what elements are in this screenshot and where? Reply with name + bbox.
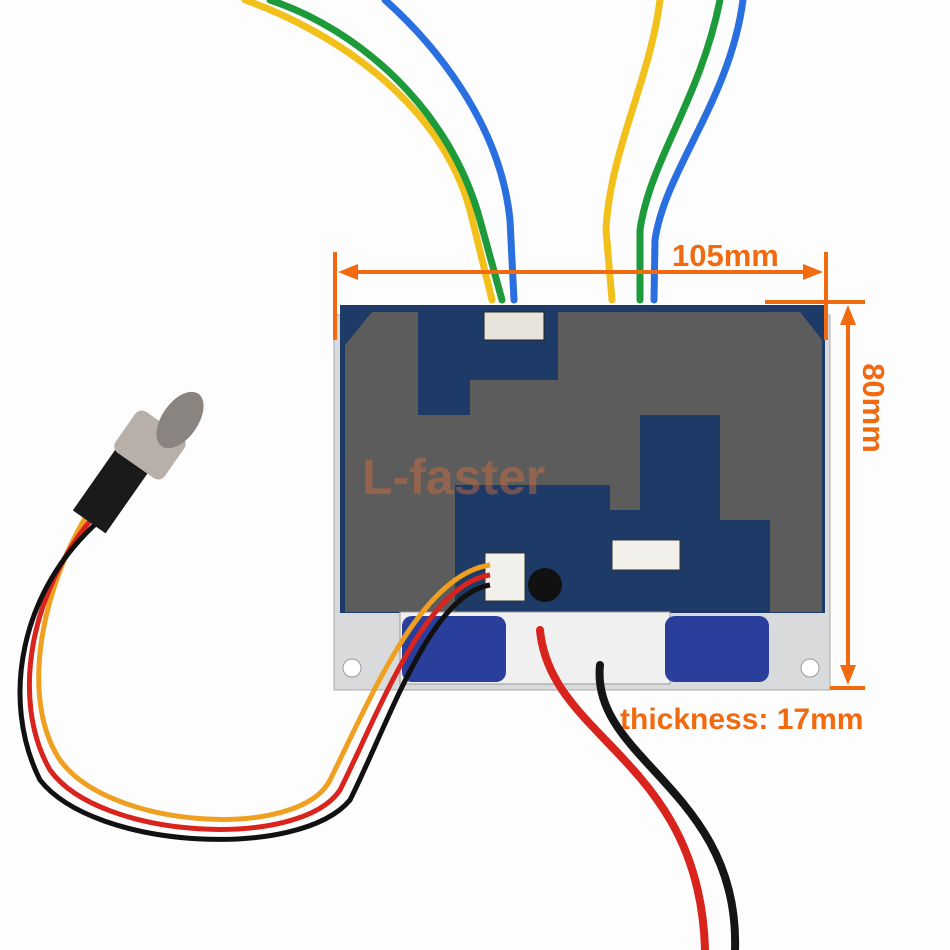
power-wires [536,626,740,950]
capacitor-left [402,616,506,682]
signal-wires-right [602,0,747,304]
capacitor-right [665,616,769,682]
width-dimension-label: 105mm [672,238,779,273]
thickness-label: thickness: 17mm [620,703,864,736]
watermark: L-faster [362,449,546,505]
switch-wires [17,508,491,842]
connector [611,539,681,571]
insulation-sheet [345,312,822,612]
dimension-lines [333,252,865,690]
signal-wires-left [241,0,518,304]
buzzer [528,568,562,602]
height-dimension-label: 80mm [855,363,891,453]
push-switch [72,391,204,534]
